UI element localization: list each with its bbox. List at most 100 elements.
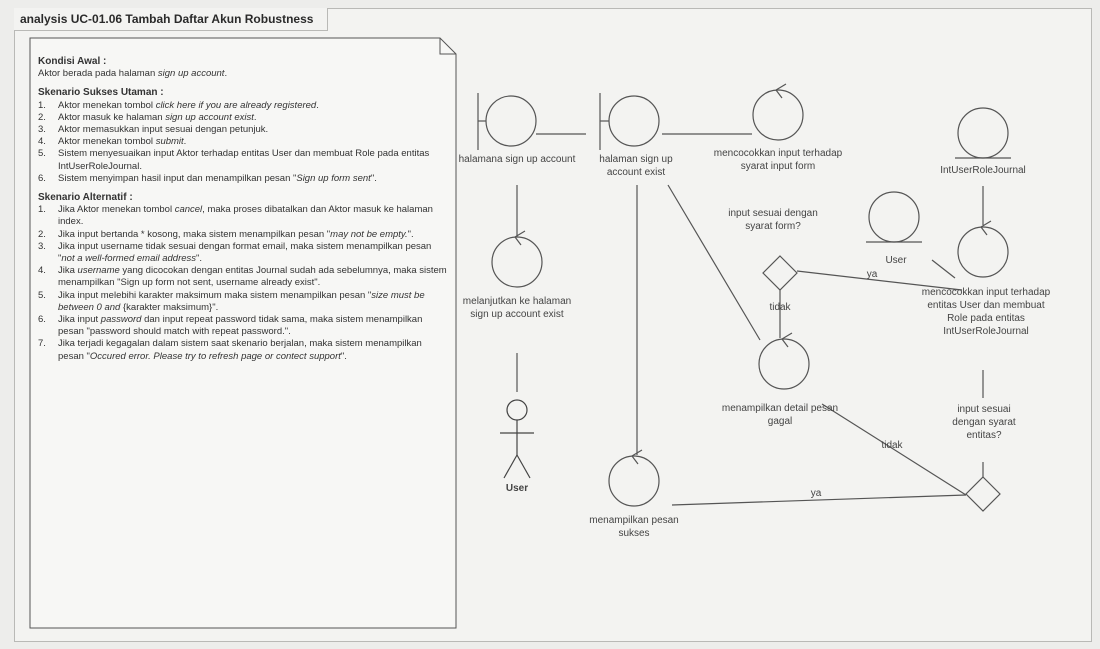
item-text-part: Sistem menyesuaikan input Aktor terhadap… <box>58 148 430 172</box>
item-text-part: yang dicocokan dengan entitas Journal su… <box>58 265 447 289</box>
item-number: 6. <box>38 314 46 326</box>
actor-label: User <box>505 483 529 494</box>
flow-label-ya: ya <box>866 269 878 280</box>
actor-icon <box>500 399 534 479</box>
control-icon <box>752 83 804 141</box>
boundary-icon <box>477 93 537 150</box>
link-diamond-sukses <box>671 494 967 506</box>
item-text-part: . <box>316 99 319 111</box>
note-heading-kondisi: Kondisi Awal : <box>38 56 107 67</box>
item-text-part: Jika input <box>58 314 101 326</box>
item-number: 3. <box>38 240 46 252</box>
control-label-gagal: menampilkan detail pesan gagal <box>721 403 839 427</box>
list-item: 2. Aktor masuk ke halaman sign up account… <box>38 112 450 124</box>
item-text-em: Occured error. Please try to refresh pag… <box>89 350 341 362</box>
list-item: 3. Jika input username tidak sesuai denga… <box>38 241 450 265</box>
item-text: Aktor masuk ke halaman sign up account e… <box>58 112 450 124</box>
sukses-list: 1. Aktor menekan tombol click here if you… <box>38 100 450 185</box>
item-text-part: Jika input bertanda * kosong, maka siste… <box>58 228 331 240</box>
entity-icon <box>866 191 922 243</box>
boundary-label-sign-up-account-exist: halaman sign up account exist <box>599 154 673 178</box>
note-kondisi-text: Aktor berada pada halaman sign up accoun… <box>38 68 450 80</box>
item-text-em: not a well-formed email address <box>61 253 197 265</box>
list-item: 4. Aktor menekan tombol submit. <box>38 136 450 148</box>
item-text-em: Sign up form sent <box>296 172 371 184</box>
item-text-part: Jika Aktor menekan tombol <box>58 204 175 216</box>
flow-label-ya-sukses: ya <box>810 488 822 499</box>
list-item: 6. Jika input password dan input repeat p… <box>38 314 450 338</box>
item-number: 2. <box>38 111 46 123</box>
item-number: 2. <box>38 228 46 240</box>
list-item: 3. Aktor memasukkan input sesuai dengan p… <box>38 124 450 136</box>
item-text-em: submit <box>155 136 184 148</box>
item-text-part: dan input repeat password tidak sama, ma… <box>58 314 423 338</box>
item-text: Jika terjadi kegagalan dalam sistem saat… <box>58 338 450 362</box>
list-item: 5. Sistem menyesuaikan input Aktor terhad… <box>38 148 450 172</box>
note-heading-sukses: Skenario Sukses Utaman : <box>38 87 164 99</box>
item-text: Jika Aktor menekan tombol cancel, maka p… <box>58 204 450 228</box>
decision-diamond-form <box>762 255 798 291</box>
item-text-part: . <box>183 136 187 148</box>
item-text-part: , maka proses dibatalkan dan Aktor masuk… <box>58 204 433 228</box>
control-label-cocok-user: mencocokkan input terhadap entitas User … <box>921 287 1051 337</box>
link-diamond-gagal <box>821 403 967 496</box>
item-text-part: Jika input melebihi karakter maksimum ma… <box>58 289 372 301</box>
list-item: 4.Jika username yang dicocokan dengan en… <box>38 265 450 289</box>
control-label-sukses: menampilkan pesan sukses <box>589 515 679 539</box>
item-text-part: Jika terjadi kegagalan dalam sistem saat… <box>58 338 422 362</box>
item-text-part: Aktor menekan tombol <box>58 136 156 148</box>
item-number: 1. <box>38 204 46 216</box>
item-number: 5. <box>38 148 46 160</box>
item-number: 1. <box>38 99 46 111</box>
entity-label-role-journal: IntUserRoleJournal <box>940 165 1026 176</box>
item-text: Jika input melebihi karakter maksimum ma… <box>58 290 450 314</box>
item-text-part: . <box>253 111 257 123</box>
note-shape <box>29 37 457 629</box>
item-text-em: size must be between 0 and <box>58 289 425 313</box>
item-text: Jika input password dan input repeat pas… <box>58 314 450 338</box>
list-item: 5.Jika input melebihi karakter maksimum … <box>38 290 450 314</box>
item-text: Sistem menyesuaikan input Aktor terhadap… <box>58 148 450 172</box>
item-text-part: Aktor memasukkan input sesuai dengan pet… <box>58 124 269 136</box>
item-number: 4. <box>38 136 46 148</box>
list-item: 7. Jika terjadi kegagalan dalam sistem sa… <box>38 338 450 362</box>
item-text: Jika input bertanda * kosong, maka siste… <box>58 229 450 241</box>
control-icon <box>491 230 543 288</box>
item-text-em: username <box>77 265 120 277</box>
list-item: 6.Sistem menyimpan hasil input dan menam… <box>38 173 450 185</box>
kondisi-pre: Aktor berada pada halaman <box>38 68 158 80</box>
note-content: Kondisi Awal : Aktor berada pada halaman… <box>38 56 450 363</box>
list-item: 2. Jika input bertanda * kosong, maka sis… <box>38 229 450 241</box>
item-text: Aktor menekan tombol submit. <box>58 136 450 148</box>
item-text: Sistem menyimpan hasil input dan menampi… <box>58 173 450 185</box>
item-text-em: cancel <box>174 204 203 216</box>
flow-label-tidak: tidak <box>769 302 791 313</box>
item-text-em: may not be empty. <box>330 228 408 240</box>
note-corner-fold <box>439 38 456 55</box>
flow-label-tidak-entitas: tidak <box>881 440 903 451</box>
entity-icon <box>955 107 1011 159</box>
decision-label-form: input sesuai dengan syarat form? <box>728 208 818 232</box>
boundary-label-sign-up-account: halamana sign up account <box>458 154 576 165</box>
link-decision-form-ya <box>796 270 963 291</box>
item-number: 7. <box>38 338 46 350</box>
entity-label-user: User <box>885 255 907 266</box>
item-text-em: password <box>100 314 142 326</box>
alternatif-list: 1. Jika Aktor menekan tombol cancel, maka… <box>38 204 450 363</box>
item-number: 3. <box>38 124 46 136</box>
link-b2-gagal <box>667 184 761 341</box>
list-item: 1. Jika Aktor menekan tombol cancel, maka… <box>38 204 450 228</box>
control-icon <box>957 220 1009 278</box>
item-text-part: ". <box>370 172 377 184</box>
control-icon <box>758 332 810 390</box>
item-text: Jika input username tidak sesuai dengan … <box>58 241 450 265</box>
item-text: Jika username yang dicocokan dengan enti… <box>58 265 450 289</box>
item-text: Aktor menekan tombol click here if you a… <box>58 100 450 112</box>
note-heading-alternatif: Skenario Alternatif : <box>38 192 133 204</box>
item-text-part: Sistem menyimpan hasil input dan menampi… <box>58 172 297 184</box>
boundary-icon <box>599 93 660 150</box>
link-user-cocok <box>931 259 956 279</box>
control-label-cocok-form: mencocokkan input terhadap syarat input … <box>713 148 843 172</box>
item-text-part: Aktor masuk ke halaman <box>58 111 166 123</box>
